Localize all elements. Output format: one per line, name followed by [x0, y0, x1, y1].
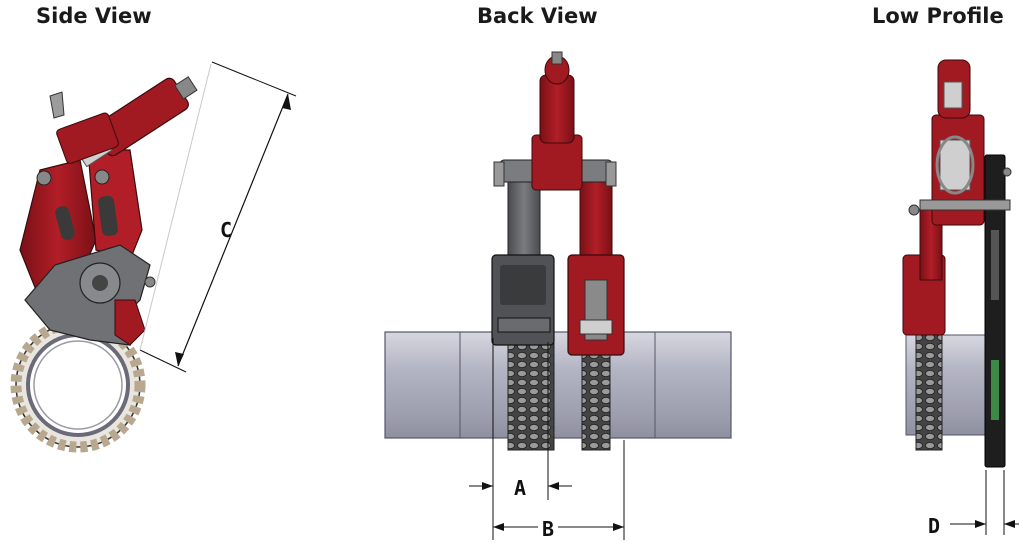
back-view-title: Back View [477, 4, 598, 28]
low-black-plate [984, 154, 1006, 468]
side-view-machine [10, 76, 198, 453]
dimension-c: C [139, 61, 297, 373]
dimension-c-label: C [220, 218, 232, 242]
dimension-a-label: A [514, 476, 526, 500]
dimension-a: A [469, 338, 572, 500]
low-profile-machine [902, 59, 1012, 468]
dimension-b-label: B [542, 517, 554, 541]
low-profile-title: Low Profile [872, 4, 1004, 28]
back-pipe [384, 331, 732, 439]
dimension-b: B [492, 440, 625, 541]
dimension-d: D [928, 470, 1019, 538]
back-view-machine [384, 51, 732, 451]
dimension-d-label: D [928, 514, 940, 538]
low-chain [915, 329, 943, 451]
back-hydraulic-cylinder [539, 74, 575, 144]
side-view-title: Side View [36, 4, 152, 28]
